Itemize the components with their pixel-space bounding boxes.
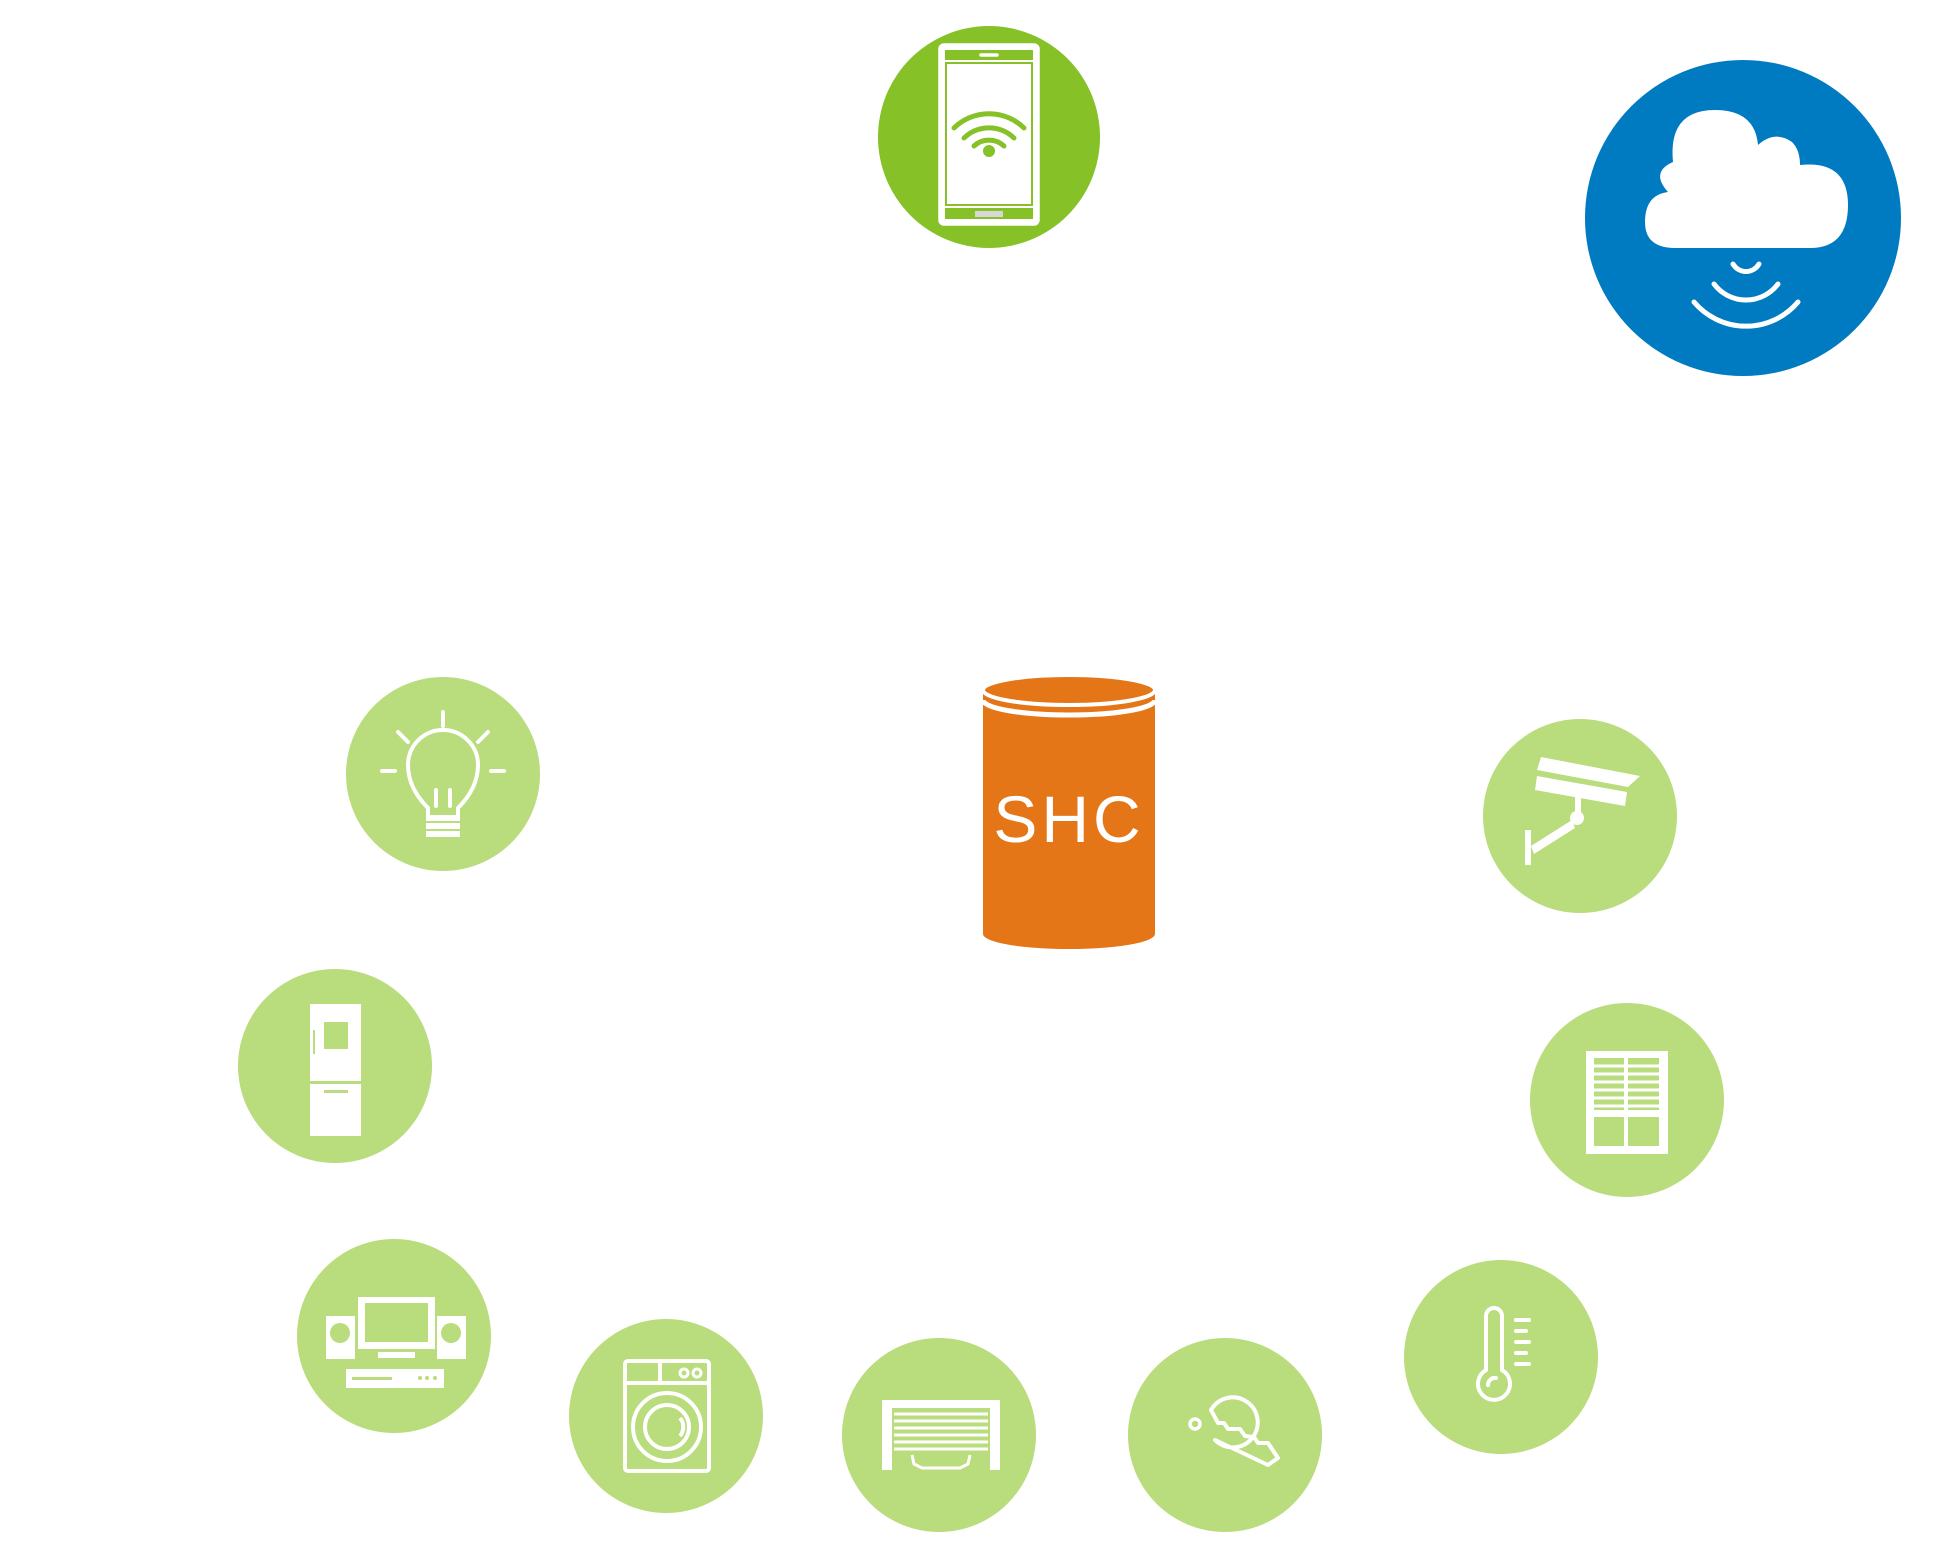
light-bulb-icon (380, 710, 506, 837)
garage-door-icon (882, 1400, 1000, 1470)
thermostat-node[interactable] (1404, 1260, 1598, 1454)
refrigerator-icon (310, 1004, 361, 1136)
thermostat-icon (1476, 1306, 1531, 1402)
door-key-node[interactable] (1128, 1338, 1322, 1532)
garage-door-node[interactable] (842, 1338, 1036, 1532)
light-bulb-node[interactable] (346, 677, 540, 871)
window-blinds-node[interactable] (1530, 1003, 1724, 1197)
smartphone-wifi-icon (938, 43, 1040, 226)
shc-hub[interactable]: SHC (980, 673, 1158, 949)
hub-label: SHC (993, 782, 1144, 856)
washing-machine-node[interactable] (569, 1319, 763, 1513)
entertainment-system-icon (326, 1297, 466, 1388)
security-camera-icon (1525, 757, 1640, 865)
window-blinds-icon (1586, 1051, 1668, 1154)
door-key-icon (1188, 1395, 1280, 1467)
washing-machine-icon (623, 1359, 711, 1473)
cloud-node[interactable] (1585, 60, 1901, 376)
smartphone-node[interactable] (878, 26, 1100, 248)
cloud-wifi-icon (1645, 110, 1848, 329)
refrigerator-node[interactable] (238, 969, 432, 1163)
entertainment-node[interactable] (297, 1239, 491, 1433)
security-camera-node[interactable] (1483, 719, 1677, 913)
